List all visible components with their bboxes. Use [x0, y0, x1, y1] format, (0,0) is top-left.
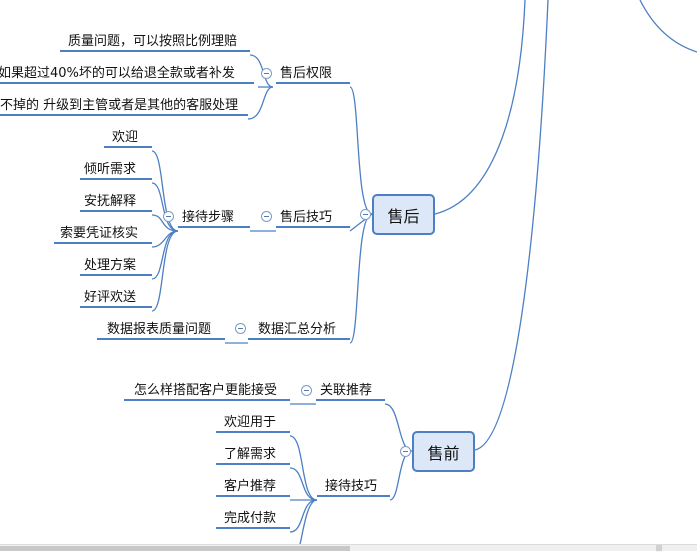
connector-reception-2: [289, 467, 318, 501]
reception-item-3-label: 客户推荐: [224, 479, 277, 494]
steps-item-2-label: 倾听需求: [84, 162, 137, 177]
topic-reception-steps[interactable]: 接待步骤: [178, 210, 250, 228]
connector-reception-4: [289, 499, 318, 533]
topic-pre-sales-label: 售前: [427, 443, 460, 463]
topic-after-sales-skills[interactable]: 售后技巧: [276, 210, 350, 228]
topic-after-sales[interactable]: 售后: [372, 194, 435, 235]
horizontal-scrollbar[interactable]: [0, 544, 697, 551]
steps-item-4-label: 索要凭证核实: [60, 226, 139, 241]
topic-after-sales-skills-label: 售后技巧: [280, 210, 333, 225]
connector-steps-4: [151, 230, 179, 248]
reception-item-2[interactable]: 了解需求: [216, 447, 290, 465]
scrollbar-thumb[interactable]: [0, 546, 350, 551]
steps-item-3[interactable]: 安抚解释: [80, 194, 152, 212]
steps-item-4[interactable]: 索要凭证核实: [54, 226, 152, 244]
steps-item-2[interactable]: 倾听需求: [80, 162, 152, 180]
connector-steps-3: [151, 214, 179, 232]
reception-item-4[interactable]: 完成付款: [216, 511, 290, 529]
topic-reception-steps-label: 接待步骤: [182, 210, 235, 225]
steps-item-1[interactable]: 欢迎: [104, 130, 152, 148]
reception-item-1-label: 欢迎用于: [224, 415, 277, 430]
steps-item-1-label: 欢迎: [112, 130, 139, 145]
rights-item-1-label: 质量问题，可以按照比例理赔: [68, 34, 238, 49]
connector-steps-2: [151, 182, 179, 232]
collapse-skills-toggle[interactable]: [261, 211, 272, 222]
rights-item-2[interactable]: 如果超过40%坏的可以给退全款或者补发: [0, 66, 254, 84]
rights-item-3-label: 不掉的 升级到主管或者是其他的客服处理: [0, 98, 239, 113]
topic-related-recommend[interactable]: 关联推荐: [316, 383, 385, 401]
reception-item-1[interactable]: 欢迎用于: [216, 415, 290, 433]
connector-reception-5: [297, 499, 318, 550]
connector-after-sales-rights: [349, 86, 373, 215]
related-item-1-label: 怎么样搭配客户更能接受: [134, 383, 278, 398]
collapse-after-sales-toggle[interactable]: [360, 209, 371, 220]
connector-reception-1: [289, 435, 318, 501]
data-item-1[interactable]: 数据报表质量问题: [97, 322, 225, 340]
connector-root-extra: [639, 0, 697, 53]
steps-item-6[interactable]: 好评欢送: [80, 290, 152, 308]
connector-root-pre-sales: [474, 0, 549, 451]
connector-pre-related: [384, 403, 413, 452]
topic-after-sales-label: 售后: [387, 206, 420, 226]
steps-item-6-label: 好评欢送: [84, 290, 137, 305]
topic-related-recommend-label: 关联推荐: [320, 383, 373, 398]
rights-item-2-label: 如果超过40%坏的可以给退全款或者补发: [0, 66, 235, 81]
steps-item-5-label: 处理方案: [84, 258, 137, 273]
rights-item-1[interactable]: 质量问题，可以按照比例理赔: [60, 34, 250, 52]
topic-after-sales-rights-label: 售后权限: [280, 66, 333, 81]
collapse-related-toggle[interactable]: [301, 385, 312, 396]
connector-after-sales-data: [349, 213, 373, 344]
topic-reception-skills[interactable]: 接待技巧: [317, 479, 390, 497]
topic-data-summary-label: 数据汇总分析: [258, 322, 337, 337]
topic-reception-skills-label: 接待技巧: [325, 479, 378, 494]
rights-item-3[interactable]: 不掉的 升级到主管或者是其他的客服处理: [0, 98, 248, 116]
collapse-data-toggle[interactable]: [235, 323, 246, 334]
collapse-pre-sales-toggle[interactable]: [400, 446, 411, 457]
connector-steps-6: [151, 230, 179, 312]
connector-rights-item3: [247, 86, 274, 120]
reception-item-4-label: 完成付款: [224, 511, 277, 526]
related-item-1[interactable]: 怎么样搭配客户更能接受: [124, 383, 290, 401]
connector-pre-reception: [389, 450, 413, 501]
steps-item-5[interactable]: 处理方案: [80, 258, 152, 276]
topic-after-sales-rights[interactable]: 售后权限: [276, 66, 350, 84]
collapse-steps-toggle[interactable]: [163, 211, 174, 222]
topic-data-summary[interactable]: 数据汇总分析: [248, 322, 350, 340]
collapse-rights-toggle[interactable]: [261, 68, 272, 79]
connector-root-after-sales: [434, 0, 526, 215]
reception-item-2-label: 了解需求: [224, 447, 277, 462]
reception-item-3[interactable]: 客户推荐: [216, 479, 290, 497]
resize-grip-icon[interactable]: |||: [656, 545, 663, 552]
connector-steps-1: [151, 150, 179, 232]
data-item-1-label: 数据报表质量问题: [107, 322, 212, 337]
topic-pre-sales[interactable]: 售前: [412, 431, 475, 472]
steps-item-3-label: 安抚解释: [84, 194, 137, 209]
